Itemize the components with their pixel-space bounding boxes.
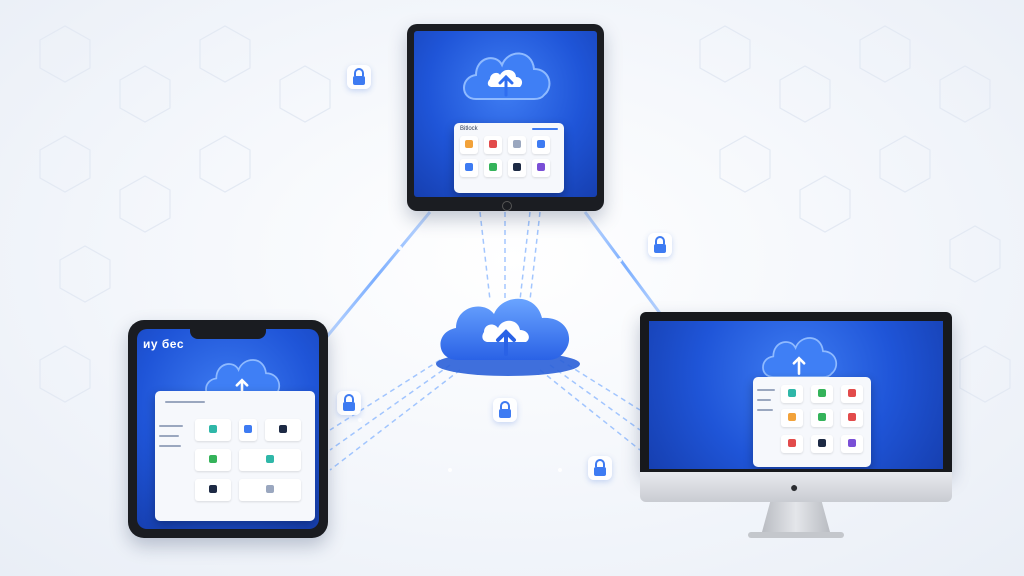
monitor-stand (762, 502, 830, 532)
monitor-chin (640, 472, 952, 502)
app-tile[interactable] (841, 435, 863, 453)
lock-badge (347, 65, 371, 89)
app-tile[interactable] (841, 385, 863, 403)
app-tile[interactable] (460, 159, 478, 177)
panel-title: Bitlock (460, 126, 478, 132)
app-tile[interactable] (532, 136, 550, 154)
app-tile[interactable] (811, 435, 833, 453)
app-panel (155, 391, 315, 521)
monitor-foot (748, 532, 844, 538)
device-brand-text: иу бес (143, 337, 184, 351)
app-tile[interactable] (811, 409, 833, 427)
app-tile[interactable] (781, 435, 803, 453)
lock-badge (493, 398, 517, 422)
app-tile[interactable] (508, 159, 526, 177)
cloud-upload-icon (436, 298, 580, 376)
lock-badge (648, 233, 672, 257)
app-tile[interactable] (195, 449, 231, 471)
app-panel (753, 377, 871, 467)
app-panel: Bitlock (454, 123, 564, 193)
app-tile[interactable] (239, 449, 301, 471)
app-tile[interactable] (239, 419, 257, 441)
app-tile[interactable] (508, 136, 526, 154)
lock-badge (337, 391, 361, 415)
phone-screen: иу бес (137, 329, 319, 529)
home-button[interactable] (502, 201, 512, 211)
lock-icon (353, 68, 365, 85)
apple-logo: ● (790, 479, 799, 495)
phone-device: иу бес (128, 320, 328, 538)
lock-icon (594, 459, 606, 476)
tablet-device: Bitlock (407, 24, 604, 211)
tablet-screen: Bitlock (414, 31, 597, 197)
app-tile[interactable] (195, 419, 231, 441)
app-tile[interactable] (532, 159, 550, 177)
app-tile[interactable] (811, 385, 833, 403)
app-tile[interactable] (484, 136, 502, 154)
phone-notch (190, 329, 266, 339)
app-tile[interactable] (484, 159, 502, 177)
app-tile[interactable] (460, 136, 478, 154)
monitor-screen (649, 321, 943, 469)
monitor-bezel (640, 312, 952, 472)
app-tile[interactable] (781, 385, 803, 403)
app-tile[interactable] (195, 479, 231, 501)
lock-badge (588, 456, 612, 480)
lock-icon (343, 394, 355, 411)
app-tile[interactable] (239, 479, 301, 501)
app-tile[interactable] (781, 409, 803, 427)
lock-icon (654, 236, 666, 253)
desktop-computer: ● (640, 312, 952, 542)
cloud-upload-icon (762, 337, 838, 378)
lock-icon (499, 401, 511, 418)
app-tile[interactable] (265, 419, 301, 441)
cloud-upload-icon (463, 52, 551, 100)
app-tile[interactable] (841, 409, 863, 427)
